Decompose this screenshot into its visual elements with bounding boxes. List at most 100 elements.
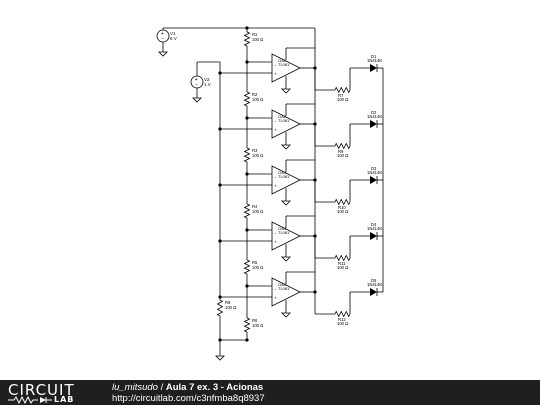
diode-part: 1N4148 bbox=[367, 114, 382, 119]
ground-symbol bbox=[281, 141, 291, 150]
minus-sign: − bbox=[195, 82, 198, 88]
divider-resistor bbox=[243, 259, 251, 275]
ground-symbol bbox=[192, 94, 202, 103]
resistor-name: R11 bbox=[338, 261, 346, 266]
source-name: V1 bbox=[170, 31, 176, 36]
ground-symbol bbox=[215, 352, 225, 361]
resistor-value: 100 Ω bbox=[337, 97, 348, 102]
opamp-oa3 bbox=[271, 165, 301, 195]
ground-triangle bbox=[158, 51, 168, 57]
divider-resistor bbox=[243, 147, 251, 163]
resistor-value: 100 Ω bbox=[337, 321, 348, 326]
opamp-name: OA4 bbox=[278, 226, 287, 231]
output-resistor bbox=[334, 86, 351, 94]
opamp-plus: + bbox=[274, 184, 277, 189]
opamp-triangle bbox=[271, 109, 301, 139]
resistor-value: 100 Ω bbox=[337, 153, 348, 158]
resistor-value: 100 Ω bbox=[225, 305, 236, 310]
resistor-name: R12 bbox=[338, 317, 346, 322]
divider-resistor bbox=[243, 203, 251, 219]
opamp-oa5 bbox=[271, 277, 301, 307]
opamp-name: OA1 bbox=[278, 58, 287, 63]
diode-d1 bbox=[370, 64, 378, 72]
diode-d3 bbox=[370, 176, 378, 184]
diode-part: 1N4148 bbox=[367, 170, 382, 175]
opamp-minus: − bbox=[274, 175, 277, 180]
output-resistor bbox=[334, 198, 351, 206]
resistor-name: R10 bbox=[338, 205, 346, 210]
diode-name: D1 bbox=[371, 54, 377, 59]
diode-d2 bbox=[370, 120, 378, 128]
opamp-triangle bbox=[271, 221, 301, 251]
opamp-plus: + bbox=[274, 240, 277, 245]
ground-triangle bbox=[281, 88, 291, 94]
output-resistor bbox=[334, 142, 351, 150]
diode-part: 1N4148 bbox=[367, 226, 382, 231]
opamp-part: TL081 bbox=[278, 174, 290, 179]
resistor-name: R5 bbox=[252, 260, 258, 265]
resistor-value: 100 Ω bbox=[252, 209, 263, 214]
ground-triangle bbox=[281, 312, 291, 318]
ground-symbol bbox=[281, 253, 291, 262]
logo-circuit-text: CIRCUIT bbox=[8, 381, 75, 399]
resistor-r8 bbox=[216, 299, 224, 317]
plus-sign: + bbox=[161, 31, 164, 37]
resistor-value: 100 Ω bbox=[252, 265, 263, 270]
opamp-name: OA5 bbox=[278, 282, 287, 287]
opamp-part: TL081 bbox=[278, 118, 290, 123]
opamp-minus: − bbox=[274, 119, 277, 124]
logo-lab-text: LAB bbox=[54, 395, 75, 404]
opamp-triangle bbox=[271, 277, 301, 307]
diode-d4 bbox=[370, 232, 378, 240]
opamp-name: OA3 bbox=[278, 170, 287, 175]
divider-resistor bbox=[243, 91, 251, 107]
divider-resistor bbox=[243, 31, 251, 47]
footer-bar: CIRCUIT LAB lu_mitsudo / Aula 7 ex. 3 - … bbox=[0, 380, 540, 405]
resistor-name: R7 bbox=[338, 93, 344, 98]
diode-triangle bbox=[370, 176, 377, 184]
resistor-name: R2 bbox=[252, 92, 258, 97]
source-name: V2 bbox=[204, 77, 210, 82]
resistor-value: 100 Ω bbox=[252, 97, 263, 102]
circuit-url[interactable]: http://circuitlab.com/c3nfmba8q8937 bbox=[112, 393, 265, 404]
ground-triangle bbox=[281, 144, 291, 150]
ground-symbol bbox=[281, 309, 291, 318]
junction-dot bbox=[245, 338, 249, 342]
ground-symbol bbox=[158, 48, 168, 57]
opamp-oa1 bbox=[271, 53, 301, 83]
output-resistor bbox=[334, 310, 351, 318]
opamp-plus: + bbox=[274, 72, 277, 77]
circuitlab-logo[interactable]: CIRCUIT LAB bbox=[8, 381, 94, 404]
opamp-part: TL081 bbox=[278, 62, 290, 67]
divider-resistor bbox=[243, 317, 251, 333]
opamp-minus: − bbox=[274, 231, 277, 236]
diode-name: D5 bbox=[371, 278, 377, 283]
resistor-name: R4 bbox=[252, 204, 258, 209]
author-name[interactable]: lu_mitsudo bbox=[112, 382, 158, 393]
diode-name: D4 bbox=[371, 222, 377, 227]
resistor-value: 100 Ω bbox=[252, 37, 263, 42]
resistor-value: 100 Ω bbox=[252, 323, 263, 328]
opamp-triangle bbox=[271, 165, 301, 195]
ground-symbol bbox=[281, 197, 291, 206]
opamp-minus: − bbox=[274, 287, 277, 292]
circuit-info: lu_mitsudo / Aula 7 ex. 3 - Acionas http… bbox=[112, 382, 265, 404]
diode-name: D3 bbox=[371, 166, 377, 171]
ground-triangle bbox=[281, 200, 291, 206]
output-resistor bbox=[334, 254, 351, 262]
circuit-title: Aula 7 ex. 3 - Acionas bbox=[165, 382, 264, 393]
resistor-name: R6 bbox=[252, 318, 258, 323]
resistor-name: R3 bbox=[252, 148, 258, 153]
diode-triangle bbox=[370, 64, 377, 72]
opamp-part: TL081 bbox=[278, 286, 290, 291]
resistor-value: 100 Ω bbox=[252, 153, 263, 158]
resistor-name: R9 bbox=[338, 149, 344, 154]
ground-triangle bbox=[281, 256, 291, 262]
logo-resistor-icon bbox=[8, 396, 52, 404]
resistor-value: 100 Ω bbox=[337, 209, 348, 214]
diode-name: D2 bbox=[371, 110, 377, 115]
opamp-oa2 bbox=[271, 109, 301, 139]
opamp-triangle bbox=[271, 53, 301, 83]
resistor-name: R1 bbox=[252, 32, 258, 37]
